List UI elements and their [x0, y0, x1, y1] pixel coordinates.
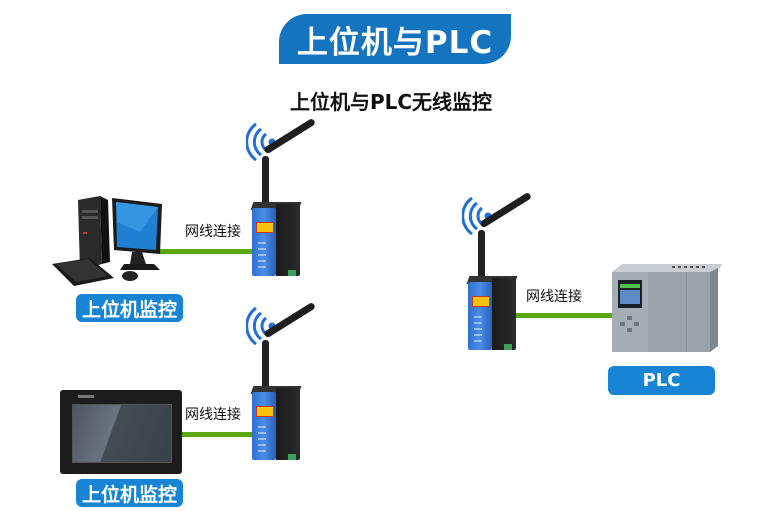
subtitle: 上位机与PLC无线监控 — [289, 90, 493, 114]
connection-label: 网线连接 — [526, 289, 582, 305]
desktop-computer-icon — [52, 196, 162, 286]
title-banner: 上位机与PLC — [279, 14, 511, 64]
ethernet-cable-pc — [160, 249, 254, 254]
brand-badge — [256, 406, 274, 417]
pc-monitor-label: 上位机监控 — [76, 294, 183, 322]
connection-label: 网线连接 — [185, 407, 241, 423]
wireless-router-icon — [246, 117, 317, 278]
hmi-monitor-label: 上位机监控 — [76, 479, 183, 507]
ethernet-cable-hmi — [182, 432, 254, 437]
touch-panel-icon — [60, 390, 182, 474]
plc-controller-icon — [612, 264, 722, 352]
brand-badge — [256, 222, 274, 233]
wireless-router-icon — [462, 191, 533, 352]
plc-label: PLC — [608, 366, 715, 395]
hmi-logo — [78, 395, 94, 398]
hmi-screen — [72, 404, 172, 463]
connection-label: 网线连接 — [185, 224, 241, 240]
wireless-router-icon — [246, 301, 317, 462]
title-text: 上位机与PLC — [296, 24, 494, 61]
brand-badge — [472, 296, 490, 307]
ethernet-cable-plc — [515, 313, 615, 318]
